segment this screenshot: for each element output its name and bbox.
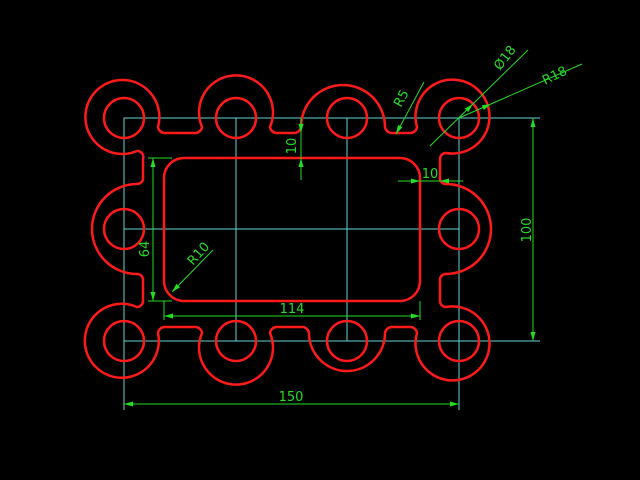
dim-text-overall-width: 150 [279, 390, 304, 405]
dim-arrow-inner-height-top [150, 158, 156, 167]
hole-circle-4 [214, 319, 258, 363]
dim-arrow-neck-vertical-bottom [298, 158, 304, 167]
arrow-hole-diameter [464, 104, 473, 113]
dim-text-overall-height: 100 [520, 218, 535, 243]
dim-arrow-overall-height-bottom [530, 332, 536, 341]
arrow-corner-radius [172, 283, 181, 292]
hole-circle-8 [437, 319, 481, 363]
hole-circle-6 [325, 319, 369, 363]
dim-arrow-inner-width-left [164, 313, 173, 319]
leader-corner-radius [171, 249, 214, 293]
dim-text-neck-horizontal: 10 [422, 167, 439, 182]
dim-arrow-overall-width-left [124, 401, 133, 407]
dim-arrow-inner-height-bottom [150, 292, 156, 301]
part-profile [83, 74, 493, 386]
inner-rounded-rectangle [162, 156, 422, 303]
dim-text-hole-diameter: Ø18 [491, 43, 519, 73]
hole-circle-2 [102, 319, 146, 363]
arrow-large-radius [481, 104, 491, 110]
dimensions [124, 49, 583, 407]
leader-small-radius [395, 81, 425, 135]
outer-scalloped-outline [83, 74, 493, 386]
centerlines [123, 117, 540, 410]
dim-arrow-neck-horizontal-right [440, 178, 449, 184]
dim-text-large-radius: R18 [540, 64, 570, 89]
dim-text-neck-vertical: 10 [285, 138, 300, 155]
hole-circle-10 [437, 207, 481, 251]
dim-text-inner-height: 64 [138, 241, 153, 258]
leader-large-radius [458, 63, 583, 119]
dim-arrow-neck-horizontal-left [411, 178, 420, 184]
dim-text-inner-width: 114 [280, 302, 305, 317]
hole-circle-1 [102, 96, 146, 140]
dim-text-corner-radius: R10 [185, 240, 213, 269]
hole-circle-5 [325, 96, 369, 140]
hole-circle-9 [102, 207, 146, 251]
dim-arrow-inner-width-right [411, 313, 420, 319]
hole-circle-7 [437, 96, 481, 140]
leader-hole-diameter [429, 49, 529, 147]
dim-arrow-neck-vertical-top [298, 124, 304, 133]
dim-text-small-radius: R5 [391, 88, 412, 110]
dim-arrow-overall-width-right [450, 401, 459, 407]
arrow-small-radius [396, 124, 403, 134]
dim-arrow-overall-height-top [530, 118, 536, 127]
hole-circle-3 [214, 96, 258, 140]
